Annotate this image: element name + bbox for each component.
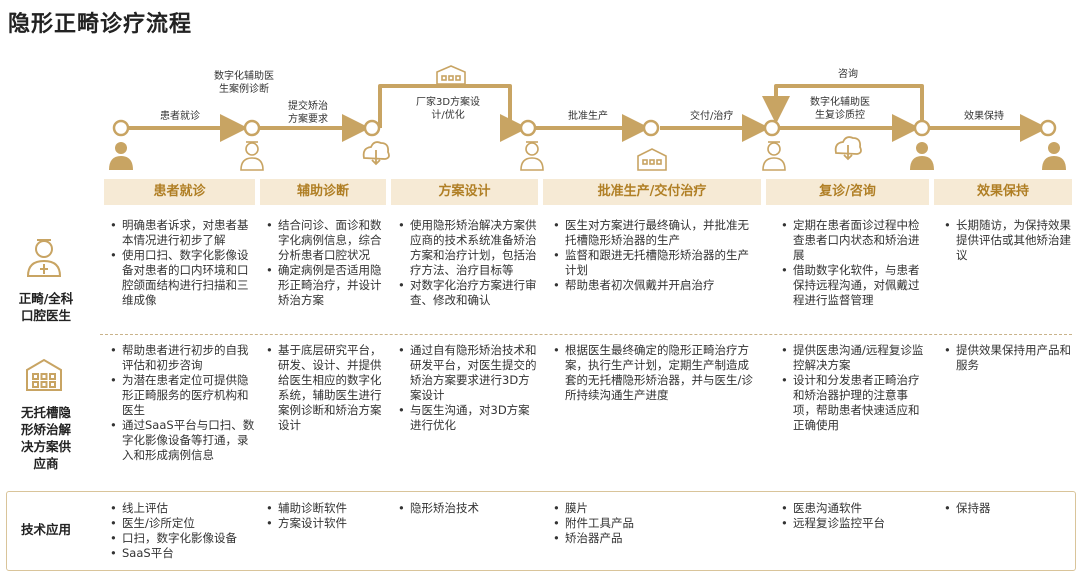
cell-doctor-production: 医生对方案进行最终确认，并批准无托槽隐形矫治器的生产 监督和跟进无托槽隐形矫治器… [551, 218, 759, 293]
flow-label-delivery: 交付/治疗 [690, 111, 734, 122]
column-header: 复诊/咨询 [766, 179, 929, 205]
list-item: 借助数字化软件，与患者保持远程沟通，对佩戴过程进行监督管理 [779, 263, 929, 308]
list-item: 使用隐形矫治解决方案供应商的技术系统准备矫治方案和治疗计划，包括治疗方法、治疗目… [396, 218, 538, 278]
flow-node [642, 119, 660, 137]
cell-doctor-design: 使用隐形矫治解决方案供应商的技术系统准备矫治方案和治疗计划，包括治疗方法、治疗目… [396, 218, 538, 308]
tech-application-box [6, 491, 1076, 571]
list-item: 提供医患沟通/远程复诊监控解决方案 [779, 343, 929, 373]
cell-doctor-visit: 明确患者诉求，对患者基本情况进行初步了解 使用口扫、数字化影像设备对患者的口内环… [108, 218, 253, 308]
doctor-icon [520, 141, 544, 171]
list-item: 为潜在患者定位可提供隐形正畸服务的医疗机构和医生 [108, 373, 258, 418]
column-header: 批准生产/交付治疗 [543, 179, 761, 205]
cloud-download-icon [362, 141, 390, 166]
cell-tech-visit: 线上评估 医生/诊所定位 口扫，数字化影像设备 SaaS平台 [108, 501, 258, 561]
cell-tech-design: 隐形矫治技术 [396, 501, 538, 516]
flow-label-retention: 效果保持 [964, 111, 1004, 122]
cell-provider-design: 通过自有隐形矫治技术和研发平台，对医生提交的矫治方案要求进行3D方案设计 与医生… [396, 343, 538, 433]
cell-provider-retention: 提供效果保持用产品和服务 [942, 343, 1072, 373]
list-item: 帮助患者进行初步的自我评估和初步咨询 [108, 343, 258, 373]
row-label-provider: 无托槽隐 形矫治解 决方案供 应商 [20, 405, 71, 471]
flow-node [519, 119, 537, 137]
list-item: 隐形矫治技术 [396, 501, 538, 516]
list-item: 通过自有隐形矫治技术和研发平台，对医生提交的矫治方案要求进行3D方案设计 [396, 343, 538, 403]
list-item: 对数字化治疗方案进行审查、修改和确认 [396, 278, 538, 308]
flow-node [1039, 119, 1057, 137]
list-item: 结合问诊、面诊和数字化病例信息，综合分析患者口腔状况 [264, 218, 387, 263]
list-item: 使用口扫、数字化影像设备对患者的口内环境和口腔颌面结构进行扫描和三维成像 [108, 248, 253, 308]
flow-node [763, 119, 781, 137]
flow-label-submit-plan: 提交矫治 方案要求 [288, 101, 328, 125]
factory-icon [637, 148, 667, 171]
list-item: 长期随访，为保持效果提供评估或其他矫治建议 [942, 218, 1072, 263]
list-item: 保持器 [942, 501, 1072, 516]
doctor-icon [22, 234, 66, 282]
patient-icon [910, 142, 934, 170]
flow-label-consult: 咨询 [838, 69, 858, 80]
factory-icon [436, 65, 466, 85]
cell-provider-production: 根据医生最终确定的隐形正畸治疗方案，执行生产计划，定期生产制造成套的无托槽隐形矫… [551, 343, 759, 403]
list-item: 根据医生最终确定的隐形正畸治疗方案，执行生产计划，定期生产制造成套的无托槽隐形矫… [551, 343, 759, 403]
flow-label-approve: 批准生产 [568, 111, 608, 122]
cell-provider-diagnosis: 基于底层研究平台，研发、设计、并提供给医生相应的数字化系统，辅助医生进行案例诊断… [264, 343, 387, 433]
column-header: 效果保持 [934, 179, 1072, 205]
cell-tech-retention: 保持器 [942, 501, 1072, 516]
flow-node [913, 119, 931, 137]
factory-icon [24, 356, 64, 396]
list-item: 矫治器产品 [551, 531, 759, 546]
process-flow-diagram [109, 65, 1066, 171]
flow-node [243, 119, 261, 137]
list-item: 辅助诊断软件 [264, 501, 387, 516]
cell-tech-followup: 医患沟通软件 远程复诊监控平台 [779, 501, 929, 531]
list-item: 定期在患者面诊过程中检查患者口内状态和矫治进展 [779, 218, 929, 263]
list-item: SaaS平台 [108, 546, 258, 561]
cell-doctor-retention: 长期随访，为保持效果提供评估或其他矫治建议 [942, 218, 1072, 263]
arrow-3 [378, 84, 528, 142]
doctor-icon [762, 141, 786, 171]
list-item: 附件工具产品 [551, 516, 759, 531]
flow-node [112, 119, 130, 137]
cell-doctor-diagnosis: 结合问诊、面诊和数字化病例信息，综合分析患者口腔状况 确定病例是否适用隐形正畸治… [264, 218, 387, 308]
list-item: 线上评估 [108, 501, 258, 516]
list-item: 医生/诊所定位 [108, 516, 258, 531]
arrow-consult [762, 84, 924, 124]
cell-tech-diagnosis: 辅助诊断软件 方案设计软件 [264, 501, 387, 531]
list-item: 通过SaaS平台与口扫、数字化影像设备等打通，录入和形成病例信息 [108, 418, 258, 463]
page-title: 隐形正畸诊疗流程 [8, 12, 193, 37]
list-item: 方案设计软件 [264, 516, 387, 531]
cloud-download-icon [834, 136, 862, 161]
doctor-icon [240, 141, 264, 171]
list-item: 基于底层研究平台，研发、设计、并提供给医生相应的数字化系统，辅助医生进行案例诊断… [264, 343, 387, 433]
flow-label-3d-design: 厂家3D方案设 计/优化 [416, 97, 481, 121]
cell-provider-followup: 提供医患沟通/远程复诊监控解决方案 设计和分发患者正畸治疗和矫治器护理的注意事项… [779, 343, 929, 433]
patient-icon [1042, 142, 1066, 170]
flow-label-followup-qc: 数字化辅助医 生复诊质控 [810, 97, 870, 121]
list-item: 医生对方案进行最终确认，并批准无托槽隐形矫治器的生产 [551, 218, 759, 248]
list-item: 远程复诊监控平台 [779, 516, 929, 531]
list-item: 口扫，数字化影像设备 [108, 531, 258, 546]
row-label-tech: 技术应用 [20, 522, 71, 537]
flow-label-visit: 患者就诊 [160, 111, 200, 122]
row-label-doctor: 正畸/全科 口腔医生 [18, 291, 74, 323]
cell-doctor-followup: 定期在患者面诊过程中检查患者口内状态和矫治进展 借助数字化软件，与患者保持远程沟… [779, 218, 929, 308]
list-item: 膜片 [551, 501, 759, 516]
list-item: 确定病例是否适用隐形正畸治疗，并设计矫治方案 [264, 263, 387, 308]
flow-label-digital-diagnosis: 数字化辅助医 生案例诊断 [214, 71, 274, 95]
flow-node [363, 119, 381, 137]
list-item: 提供效果保持用产品和服务 [942, 343, 1072, 373]
row-divider [100, 334, 1072, 335]
cell-provider-visit: 帮助患者进行初步的自我评估和初步咨询 为潜在患者定位可提供隐形正畸服务的医疗机构… [108, 343, 258, 463]
list-item: 医患沟通软件 [779, 501, 929, 516]
column-header: 患者就诊 [104, 179, 255, 205]
patient-icon [109, 142, 133, 170]
list-item: 设计和分发患者正畸治疗和矫治器护理的注意事项，帮助患者快速适应和正确使用 [779, 373, 929, 433]
list-item: 与医生沟通，对3D方案进行优化 [396, 403, 538, 433]
list-item: 监督和跟进无托槽隐形矫治器的生产计划 [551, 248, 759, 278]
column-header: 辅助诊断 [260, 179, 386, 205]
list-item: 明确患者诉求，对患者基本情况进行初步了解 [108, 218, 253, 248]
cell-tech-production: 膜片 附件工具产品 矫治器产品 [551, 501, 759, 546]
list-item: 帮助患者初次佩戴并开启治疗 [551, 278, 759, 293]
column-header: 方案设计 [391, 179, 538, 205]
